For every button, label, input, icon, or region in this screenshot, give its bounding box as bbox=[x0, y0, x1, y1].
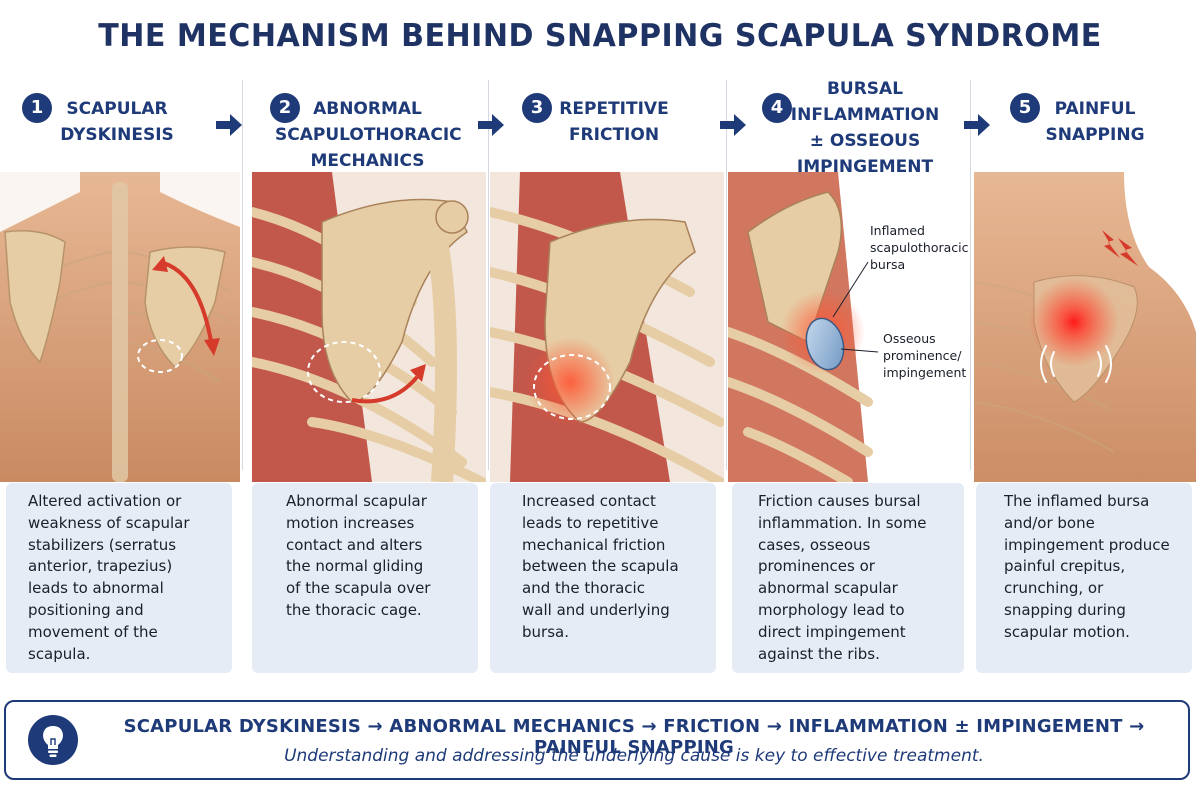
description-line: scapular motion. bbox=[1004, 622, 1130, 641]
description-line: anterior, trapezius) bbox=[28, 557, 173, 576]
description-line: contact and alters bbox=[286, 535, 423, 554]
summary-note: Understanding and addressing the underly… bbox=[284, 746, 984, 766]
description-line: leads to repetitive bbox=[522, 513, 659, 532]
description-line: inflammation. In some bbox=[758, 513, 927, 532]
heading-line: REPETITIVE bbox=[559, 99, 669, 119]
column-divider bbox=[242, 80, 243, 470]
description-line: wall and underlying bbox=[522, 600, 670, 619]
description-line: movement of the bbox=[28, 622, 158, 641]
step-2-description: Abnormal scapular motion increases conta… bbox=[252, 483, 478, 673]
description-line: abnormal scapular bbox=[758, 579, 898, 598]
bursa-annotation: Inflamed scapulothoracic bursa bbox=[870, 222, 970, 273]
description-line: Increased contact bbox=[522, 492, 656, 510]
description-line: painful crepitus, bbox=[1004, 557, 1126, 576]
annotation-line: Osseous bbox=[883, 331, 936, 346]
osseous-annotation: Osseous prominence/ impingement bbox=[883, 330, 968, 381]
description-line: the thoracic cage. bbox=[286, 600, 422, 619]
description-line: of the scapula over bbox=[286, 579, 431, 598]
description-line: and/or bone bbox=[1004, 513, 1095, 532]
description-line: against the ribs. bbox=[758, 644, 880, 663]
heading-line: PAINFUL bbox=[1054, 99, 1136, 119]
bursal-inflammation-illustration bbox=[728, 172, 968, 482]
heading-line: MECHANICS bbox=[310, 151, 425, 171]
step-1-number-badge: 1 bbox=[22, 93, 52, 123]
summary-chain: SCAPULAR DYSKINESIS → ABNORMAL MECHANICS… bbox=[123, 716, 1145, 758]
annotation-line: scapulothoracic bbox=[870, 240, 969, 255]
description-line: stabilizers (serratus bbox=[28, 535, 177, 554]
back-scapula-illustration bbox=[0, 172, 240, 482]
description-line: prominences or bbox=[758, 557, 875, 576]
description-line: impingement produce bbox=[1004, 535, 1170, 554]
annotation-line: prominence/ bbox=[883, 348, 962, 363]
step-5-number-badge: 5 bbox=[1010, 93, 1040, 123]
step-4-description: Friction causes bursal inflammation. In … bbox=[732, 483, 964, 673]
step-1-heading: SCAPULAR DYSKINESIS bbox=[52, 96, 182, 148]
summary-box: SCAPULAR DYSKINESIS → ABNORMAL MECHANICS… bbox=[4, 700, 1190, 780]
heading-line: SCAPULAR bbox=[66, 99, 168, 119]
description-line: Friction causes bursal bbox=[758, 492, 921, 510]
arrow-right-icon bbox=[720, 114, 746, 136]
description-line: Abnormal scapular bbox=[286, 492, 427, 510]
scapulothoracic-mechanics-illustration bbox=[252, 172, 486, 482]
description-line: direct impingement bbox=[758, 622, 906, 641]
description-line: Altered activation or bbox=[28, 492, 182, 510]
step-2-number-badge: 2 bbox=[270, 93, 300, 123]
description-line: bursa. bbox=[522, 622, 569, 641]
heading-line: INFLAMMATION bbox=[790, 105, 940, 125]
description-line: The inflamed bursa bbox=[1004, 492, 1150, 510]
description-line: snapping during bbox=[1004, 600, 1126, 619]
description-line: morphology lead to bbox=[758, 600, 905, 619]
painful-snapping-illustration bbox=[974, 172, 1196, 482]
description-line: leads to abnormal bbox=[28, 579, 164, 598]
description-line: the normal gliding bbox=[286, 557, 424, 576]
annotation-line: Inflamed bbox=[870, 223, 925, 238]
description-line: motion increases bbox=[286, 513, 415, 532]
lightbulb-icon bbox=[28, 715, 78, 765]
step-4-number-badge: 4 bbox=[762, 93, 792, 123]
description-line: positioning and bbox=[28, 600, 144, 619]
step-3-description: Increased contact leads to repetitive me… bbox=[490, 483, 716, 673]
repetitive-friction-illustration bbox=[490, 172, 724, 482]
description-line: between the scapula bbox=[522, 557, 679, 576]
description-line: scapula. bbox=[28, 644, 91, 663]
column-divider bbox=[726, 80, 727, 470]
annotation-line: bursa bbox=[870, 257, 906, 272]
heading-line: BURSAL bbox=[826, 79, 904, 99]
description-line: mechanical friction bbox=[522, 535, 666, 554]
heading-line: FRICTION bbox=[568, 125, 660, 145]
description-line: weakness of scapular bbox=[28, 513, 190, 532]
step-4-heading: BURSAL INFLAMMATION ± OSSEOUS IMPINGEMEN… bbox=[790, 76, 940, 180]
heading-line: ABNORMAL bbox=[313, 99, 422, 119]
heading-line: DYSKINESIS bbox=[60, 125, 174, 145]
arrow-right-icon bbox=[478, 114, 504, 136]
step-3-number-badge: 3 bbox=[522, 93, 552, 123]
arrow-right-icon bbox=[216, 114, 242, 136]
step-3-heading: REPETITIVE FRICTION bbox=[555, 96, 673, 148]
step-1-description: Altered activation or weakness of scapul… bbox=[6, 483, 232, 673]
column-divider bbox=[970, 80, 971, 470]
description-line: cases, osseous bbox=[758, 535, 871, 554]
description-line: and the thoracic bbox=[522, 579, 645, 598]
heading-line: SCAPULOTHORACIC bbox=[275, 125, 462, 145]
heading-line: SNAPPING bbox=[1045, 125, 1145, 145]
description-line: crunching, or bbox=[1004, 579, 1104, 598]
heading-line: ± OSSEOUS bbox=[809, 131, 921, 151]
step-5-heading: PAINFUL SNAPPING bbox=[1040, 96, 1150, 148]
arrow-right-icon bbox=[964, 114, 990, 136]
step-5-description: The inflamed bursa and/or bone impingeme… bbox=[976, 483, 1192, 673]
column-divider bbox=[488, 80, 489, 470]
annotation-line: impingement bbox=[883, 365, 967, 380]
page-title: THE MECHANISM BEHIND SNAPPING SCAPULA SY… bbox=[98, 18, 1102, 54]
step-2-heading: ABNORMAL SCAPULOTHORACIC MECHANICS bbox=[275, 96, 462, 174]
